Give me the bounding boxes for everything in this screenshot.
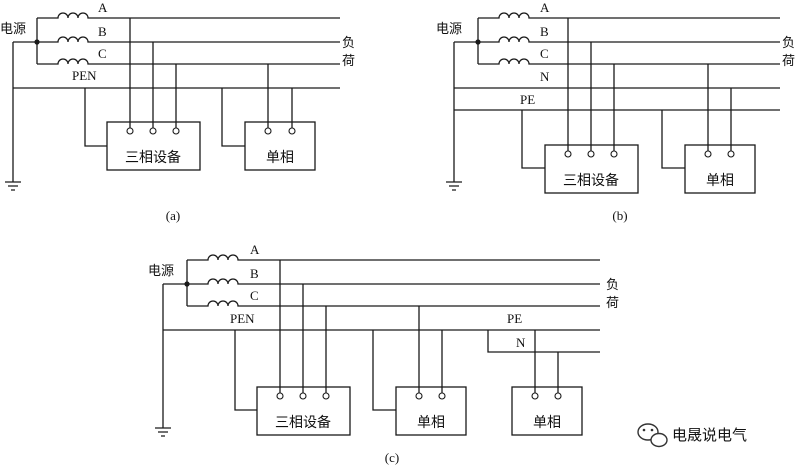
load-label-1: 负 (606, 277, 619, 292)
single-phase-label: 单相 (266, 150, 294, 166)
load-label-2: 荷 (342, 53, 355, 68)
line-label-pe: PE (520, 92, 535, 107)
ground-symbol (155, 427, 171, 437)
wechat-icon (637, 423, 668, 448)
single-phase-label-1: 单相 (417, 415, 445, 431)
coil-a (478, 12, 780, 19)
watermark: 电晟说电气 (637, 423, 747, 448)
line-label-pen: PEN (72, 68, 97, 83)
single-phase-drops-1 (418, 306, 443, 393)
single-phase-drops (707, 64, 732, 151)
line-label-n: N (540, 69, 550, 84)
line-label-b: B (540, 24, 549, 39)
coil-a (37, 12, 340, 19)
phase-drops (279, 260, 327, 393)
line-label-a: A (250, 242, 260, 257)
caption-a: (a) (166, 208, 180, 223)
coil-c (478, 58, 780, 65)
terminal (610, 150, 618, 158)
pen-to-equipment (234, 330, 257, 411)
panel-b: 电源 A B C N PE 负 荷 三相设备 单相 (b) (436, 0, 795, 223)
panel-c: 电源 A B C PEN 负 荷 PE N 三相设备 单相 (148, 242, 619, 465)
pen-to-equipment (84, 88, 107, 147)
terminal (322, 392, 330, 400)
single-phase-label: 单相 (706, 173, 734, 189)
coil-c (37, 58, 340, 65)
source-label: 电源 (436, 21, 462, 36)
line-label-a: A (540, 0, 550, 15)
caption-c: (c) (385, 450, 399, 465)
single-phase-drops-2 (534, 330, 559, 393)
load-label-2: 荷 (606, 295, 619, 310)
single-phase-drops (267, 64, 293, 128)
single-phase-box-1 (395, 386, 467, 436)
ground-symbol (446, 181, 462, 191)
line-label-pe: PE (507, 311, 522, 326)
terminal (126, 127, 134, 135)
panel-a: 电源 A B C PEN 负 荷 三相设备 单相 (0, 0, 355, 223)
ground-symbol (5, 181, 21, 191)
line-label-pen: PEN (230, 311, 255, 326)
source-label: 电源 (148, 263, 174, 278)
watermark-text: 电晟说电气 (672, 427, 747, 444)
phase-drops (567, 18, 615, 151)
single-phase-label-2: 单相 (533, 415, 561, 431)
single-phase-box (244, 121, 316, 171)
three-phase-equipment-label: 三相设备 (275, 414, 331, 431)
line-label-a: A (98, 0, 108, 15)
source-label: 电源 (0, 21, 26, 36)
pen-to-single-phase (221, 88, 245, 147)
terminal (264, 127, 272, 135)
three-phase-equipment-label: 三相设备 (125, 149, 181, 166)
load-label-2: 荷 (782, 53, 795, 68)
line-label-b: B (250, 266, 259, 281)
coil-c (187, 300, 600, 307)
single-phase-box (684, 144, 756, 194)
three-phase-equipment-label: 三相设备 (563, 172, 619, 189)
caption-b: (b) (612, 208, 627, 223)
terminal (438, 392, 446, 400)
line-label-c: C (250, 288, 259, 303)
line-label-b: B (98, 24, 107, 39)
pe-to-equipment (521, 110, 545, 169)
terminal (587, 150, 595, 158)
pen-to-single-phase-1 (372, 330, 396, 411)
terminal (531, 392, 539, 400)
phase-drops (129, 18, 177, 128)
terminal (564, 150, 572, 158)
terminal (727, 150, 735, 158)
n-split-line (487, 330, 600, 353)
coil-b (187, 278, 600, 285)
coil-b (478, 36, 780, 43)
coil-b (37, 36, 340, 43)
single-phase-box-2 (511, 386, 583, 436)
terminal (704, 150, 712, 158)
line-label-n: N (516, 335, 526, 350)
line-label-c: C (98, 46, 107, 61)
line-label-c: C (540, 46, 549, 61)
terminal (415, 392, 423, 400)
load-label-1: 负 (342, 35, 355, 50)
terminal (288, 127, 296, 135)
terminal (149, 127, 157, 135)
pe-to-single-phase (661, 110, 685, 169)
terminal (172, 127, 180, 135)
load-label-1: 负 (782, 35, 795, 50)
terminal (299, 392, 307, 400)
terminal (554, 392, 562, 400)
terminal (276, 392, 284, 400)
coil-a (187, 254, 600, 261)
